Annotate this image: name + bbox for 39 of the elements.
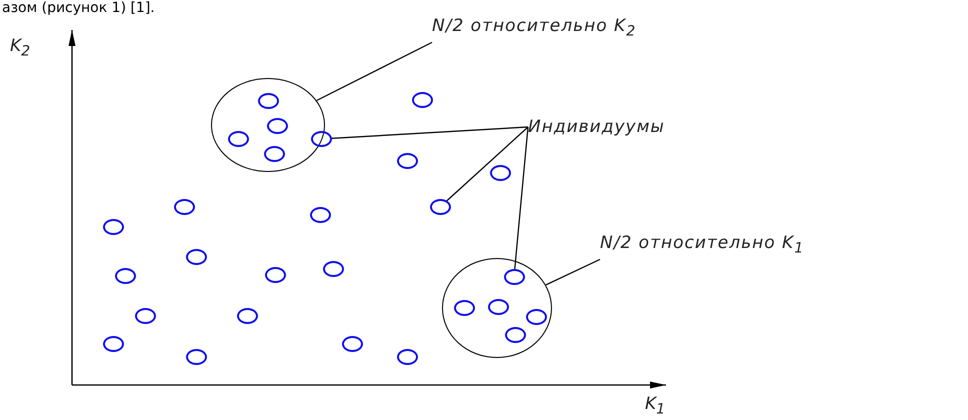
individual-circle (488, 299, 508, 315)
individual-circle (322, 261, 344, 277)
leader-line (546, 258, 600, 286)
individual-circle (102, 336, 124, 352)
individual-circle (504, 269, 524, 285)
annotation-text: Индивидуумы (528, 116, 665, 138)
individual-circle (490, 165, 510, 181)
annotation-text: N/2 относительно K$_{2}$ (432, 15, 636, 42)
individual-circle (396, 349, 418, 365)
individual-circle (174, 199, 194, 215)
individual-circle (454, 300, 474, 316)
individual-circle (114, 268, 136, 284)
individual-circle (228, 131, 248, 147)
leader-line (316, 42, 432, 102)
axis-label: K$_{2}$ (10, 36, 30, 60)
individual-circle (412, 92, 432, 108)
individual-circle (236, 308, 258, 324)
individual-circle (342, 336, 362, 352)
individual-circle (396, 153, 418, 169)
leader-line (514, 126, 529, 270)
body-text: азом (рисунок 1) [1]. (2, 0, 155, 16)
individual-circle (310, 131, 332, 147)
axis-label: K$_{1}$ (645, 394, 666, 418)
individual-circle (430, 199, 450, 215)
individual-circle (504, 327, 526, 343)
leader-line (331, 126, 528, 139)
selection-ellipse (442, 258, 552, 358)
individual-circle (186, 349, 206, 365)
annotation-text: N/2 относительно K$_{1}$ (600, 232, 804, 260)
individual-circle (266, 118, 288, 134)
individual-circle (186, 249, 206, 265)
individual-circle (258, 93, 278, 109)
individual-circle (134, 308, 156, 324)
individual-circle (102, 219, 124, 235)
individual-circle (264, 267, 286, 283)
individual-circle (264, 146, 284, 162)
leader-line (446, 126, 528, 202)
individual-circle (310, 207, 330, 223)
individual-circle (526, 309, 546, 325)
